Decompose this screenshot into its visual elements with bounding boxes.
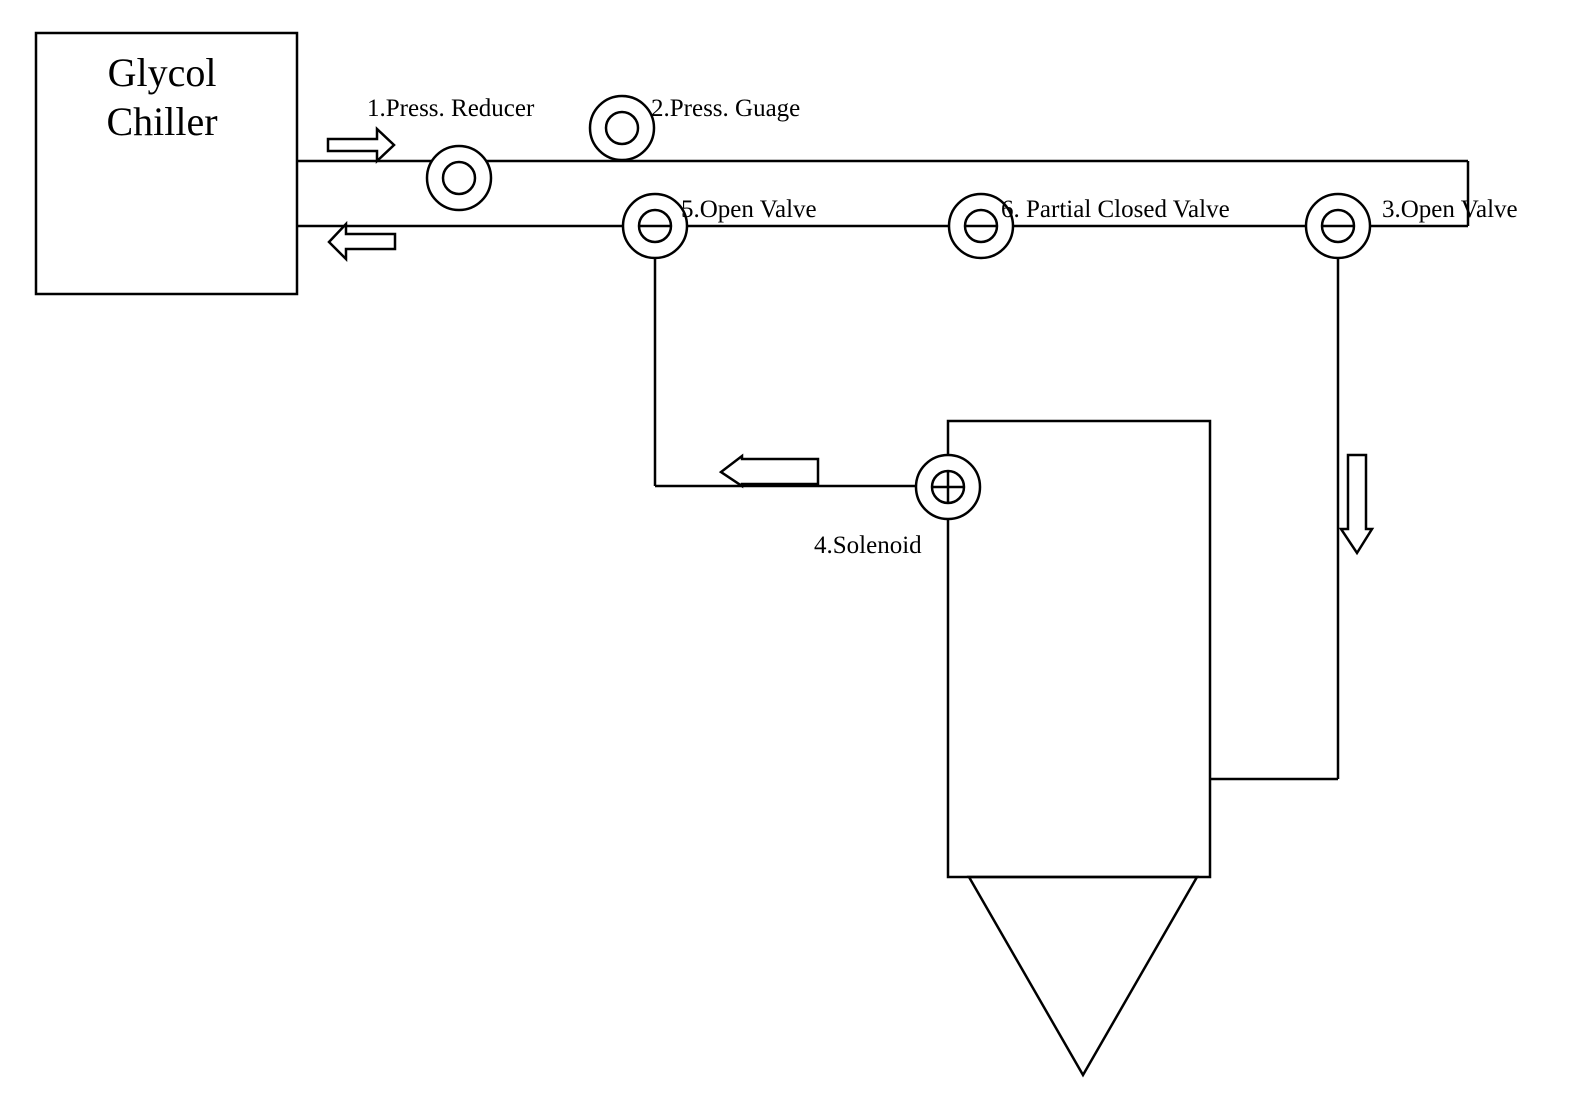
solenoid-label: 4.Solenoid (814, 532, 922, 559)
chiller-label-line2: Chiller (106, 99, 217, 144)
open-valve-3 (1304, 192, 1372, 260)
open-valve-5-label: 5.Open Valve (681, 196, 817, 223)
press-reducer-outer (425, 144, 493, 212)
tank-feed-flow-arrow-icon (1338, 453, 1375, 556)
press-gauge-outer (588, 94, 656, 162)
press-gauge-label: 2.Press. Guage (651, 95, 800, 122)
glycol-chiller: Glycol Chiller (34, 31, 299, 296)
tank-body (946, 419, 1212, 879)
tank-outlet-flow-arrow-icon (718, 453, 820, 489)
press-reducer-label: 1.Press. Reducer (367, 95, 535, 122)
component-labels: 1.Press. Reducer 2.Press. Guage 5.Open V… (367, 95, 1518, 559)
return-flow-arrow-icon (327, 220, 397, 263)
press-gauge (588, 94, 656, 162)
supply-flow-arrow-icon (326, 126, 396, 164)
tank-cone (966, 875, 1200, 1078)
flow-arrows (326, 126, 1375, 556)
press-gauge-inner (604, 110, 640, 146)
partial-closed-valve-label: 6. Partial Closed Valve (1001, 196, 1230, 223)
partial-closed-valve (947, 192, 1015, 260)
open-valve-5 (621, 192, 689, 260)
chiller-label-line1: Glycol (108, 50, 217, 95)
pipes (297, 159, 1470, 781)
chiller-box (34, 31, 299, 296)
press-reducer-inner (441, 160, 477, 196)
open-valve-3-label: 3.Open Valve (1382, 196, 1518, 223)
fermenter-tank (946, 419, 1212, 1078)
press-reducer (425, 144, 493, 212)
solenoid (914, 453, 982, 521)
